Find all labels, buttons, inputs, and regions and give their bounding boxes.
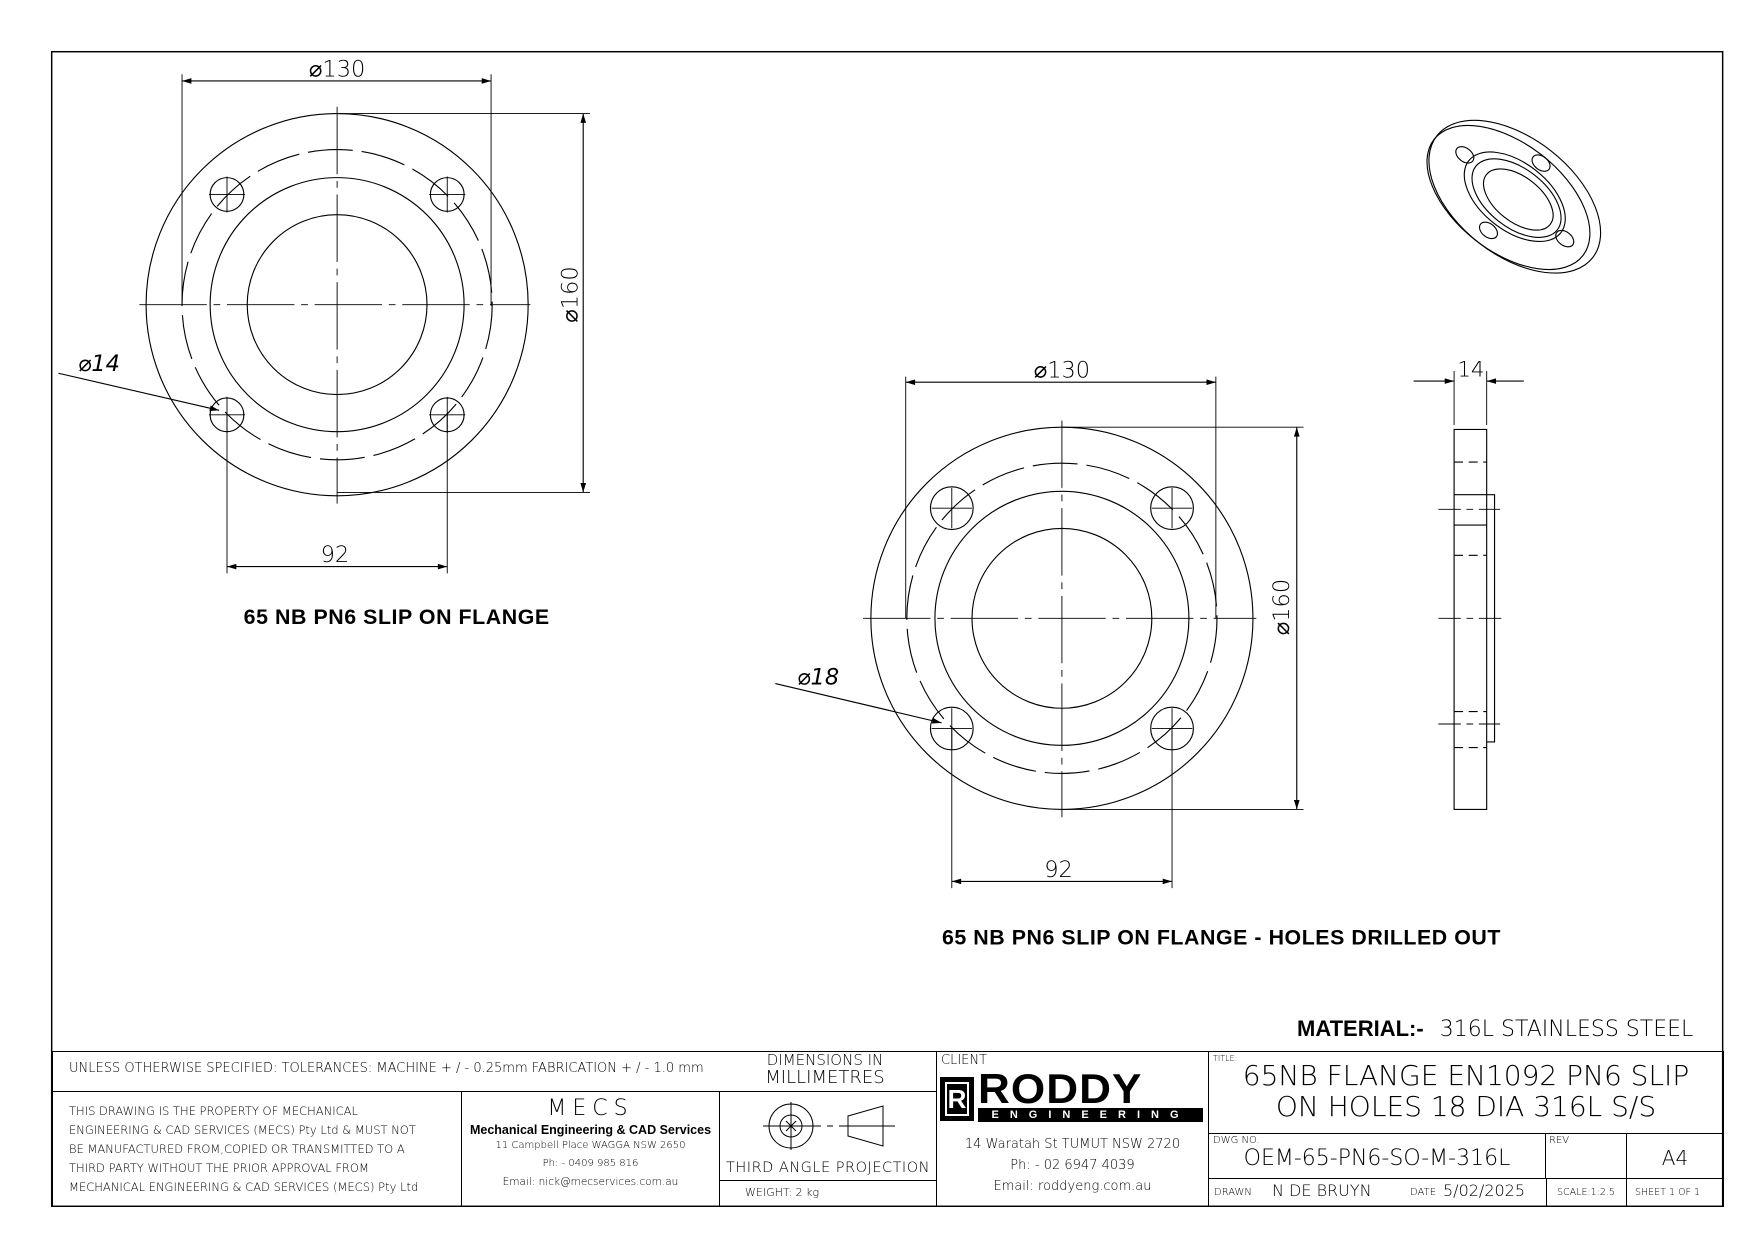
tolerances-note: UNLESS OTHERWISE SPECIFIED: TOLERANCES: … bbox=[69, 1061, 704, 1076]
dim-thickness: 14 bbox=[1457, 358, 1484, 383]
dim-pcd-view2: ⌀130 bbox=[1034, 358, 1090, 384]
material-label: MATERIAL:- bbox=[1297, 1016, 1424, 1041]
property-notice: THIS DRAWING IS THE PROPERTY OF MECHANIC… bbox=[69, 1102, 418, 1197]
weight-label: WEIGHT: 2 kg bbox=[745, 1186, 820, 1199]
dimensions-line2: MILLIMETRES bbox=[765, 1067, 885, 1088]
material-note: MATERIAL:- 316L STAINLESS STEEL bbox=[1297, 1016, 1693, 1042]
sheet-size: A4 bbox=[1661, 1146, 1689, 1170]
dwg-no-label: DWG NO. bbox=[1213, 1135, 1260, 1146]
client-phone: Ph: - 02 6947 4039 bbox=[1010, 1158, 1135, 1173]
third-angle-projection-icon bbox=[763, 1102, 895, 1150]
roddy-r-icon: R bbox=[940, 1077, 974, 1121]
sheet-number: SHEET 1 OF 1 bbox=[1635, 1187, 1701, 1198]
caption-view1: 65 NB PN6 SLIP ON FLANGE bbox=[244, 605, 550, 629]
front-view-flange-drilled bbox=[775, 376, 1304, 889]
drawing-title: 65NB FLANGE EN1092 PN6 SLIP ON HOLES 18 … bbox=[1216, 1060, 1716, 1122]
title-line2: ON HOLES 18 DIA 316L S/S bbox=[1275, 1090, 1657, 1123]
client-address: 14 Waratah St TUMUT NSW 2720 bbox=[964, 1137, 1181, 1152]
property-line: BE MANUFACTURED FROM,COPIED OR TRANSMITT… bbox=[69, 1142, 405, 1156]
dim-centres-view1: 92 bbox=[321, 542, 350, 568]
client-label: CLIENT bbox=[941, 1053, 988, 1068]
title-label: TITLE: bbox=[1213, 1054, 1238, 1063]
property-line: ENGINEERING & CAD SERVICES (MECS) Pty Lt… bbox=[69, 1123, 416, 1137]
drawn-by: N DE BRUYN bbox=[1272, 1181, 1372, 1200]
mecs-logo: MECS bbox=[547, 1096, 634, 1121]
drawing-date: 5/02/2025 bbox=[1443, 1181, 1526, 1200]
mecs-info: MECS Mechanical Engineering & CAD Servic… bbox=[461, 1096, 720, 1188]
dim-od-view1: ⌀160 bbox=[558, 266, 584, 322]
property-line: MECHANICAL ENGINEERING & CAD SERVICES (M… bbox=[69, 1180, 419, 1194]
dim-centres-view2: 92 bbox=[1044, 857, 1073, 883]
roddy-logo-sub: ENGINEERING bbox=[978, 1108, 1203, 1122]
dimensions-line1: DIMENSIONS IN bbox=[766, 1051, 884, 1069]
mecs-address: 11 Campbell Place WAGGA NSW 2650 bbox=[495, 1140, 686, 1151]
client-email: Email: roddyeng.com.au bbox=[993, 1179, 1152, 1194]
front-view-flange bbox=[58, 74, 590, 574]
scale-cell bbox=[1546, 1178, 1627, 1207]
title-line1: 65NB FLANGE EN1092 PN6 SLIP bbox=[1242, 1059, 1690, 1092]
property-line: THIRD PARTY WITHOUT THE PRIOR APPROVAL F… bbox=[69, 1161, 369, 1175]
property-line: THIS DRAWING IS THE PROPERTY OF MECHANIC… bbox=[69, 1104, 358, 1118]
projection-label: THIRD ANGLE PROJECTION bbox=[726, 1160, 930, 1176]
dim-hole-view1: ⌀14 bbox=[78, 351, 120, 377]
drawn-label: DRAWN bbox=[1214, 1187, 1252, 1198]
mecs-phone: Ph: - 0409 985 816 bbox=[542, 1158, 639, 1169]
dwg-no: OEM-65-PN6-SO-M-316L bbox=[1243, 1146, 1511, 1171]
rev-label: REV bbox=[1549, 1135, 1570, 1146]
side-view-flange bbox=[1413, 370, 1524, 810]
drawn-row bbox=[1208, 1178, 1724, 1207]
dim-pcd-view1: ⌀130 bbox=[309, 56, 365, 82]
material-value: 316L STAINLESS STEEL bbox=[1439, 1017, 1694, 1042]
mecs-email: Email: nick@mecservices.com.au bbox=[502, 1176, 679, 1188]
isometric-view-flange bbox=[1426, 119, 1602, 274]
roddy-logo: R RODDY ENGINEERING bbox=[940, 1067, 1205, 1125]
scale: SCALE:1:2.5 bbox=[1557, 1187, 1616, 1198]
date-label: DATE bbox=[1410, 1187, 1437, 1198]
caption-view2: 65 NB PN6 SLIP ON FLANGE - HOLES DRILLED… bbox=[942, 925, 1501, 949]
dimensions-units: DIMENSIONS IN MILLIMETRES bbox=[740, 1051, 910, 1088]
mecs-name: Mechanical Engineering & CAD Services bbox=[469, 1123, 712, 1137]
dim-od-view2: ⌀160 bbox=[1269, 579, 1295, 635]
client-contact: 14 Waratah St TUMUT NSW 2720 Ph: - 02 69… bbox=[936, 1134, 1209, 1197]
roddy-logo-text: RODDY bbox=[978, 1065, 1143, 1112]
dim-hole-view2: ⌀18 bbox=[797, 665, 839, 691]
